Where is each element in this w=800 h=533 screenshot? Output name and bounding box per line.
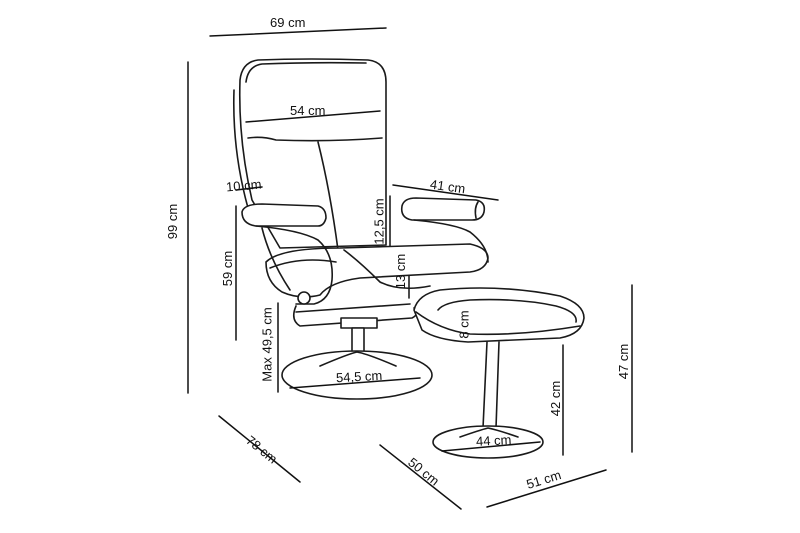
left-arm-inner (261, 227, 291, 291)
backrest-edge (245, 61, 367, 83)
right-armrest-pad (400, 197, 486, 221)
label-seat-height-max: Max 49,5 cm (259, 307, 275, 382)
label-backrest-width: 54 cm (290, 103, 326, 118)
label-footstool-base-diameter: 44 cm (475, 432, 512, 449)
dim-line-backrest-width (245, 110, 381, 123)
label-armrest-height: 59 cm (220, 250, 236, 287)
dim-line-footstool-base (441, 441, 541, 452)
dimension-lines (187, 27, 633, 510)
backrest-side (232, 89, 249, 209)
label-footstool-leg-height: 42 cm (548, 380, 564, 417)
label-armrest-above-seat: 12,5 cm (371, 198, 387, 245)
label-overall-height: 99 cm (165, 203, 181, 240)
footstool (413, 287, 585, 459)
lower-frame-top (295, 303, 411, 313)
right-arm-frame (413, 219, 489, 263)
label-overall-width: 69 cm (270, 15, 306, 30)
headrest-seam (247, 136, 383, 142)
dim-line-footstool-depth (379, 444, 462, 510)
footstool-base-dome (459, 427, 519, 438)
chair-base-dome (319, 351, 397, 367)
dim-line-footstool-width (486, 469, 607, 508)
recline-knob (297, 291, 311, 305)
left-armrest-pad (241, 203, 327, 227)
left-arm-frame (255, 225, 334, 305)
swivel-column (351, 327, 365, 353)
label-armrest-thickness: 10 cm (225, 176, 262, 195)
recliner-chair (232, 58, 489, 400)
seat-cushion (265, 243, 489, 298)
swivel-mount (340, 317, 378, 329)
dim-line-overall-width (209, 27, 387, 37)
seat-seam-right (343, 249, 431, 290)
backrest (238, 58, 387, 249)
footstool-leg (482, 341, 500, 429)
label-footstool-cushion: 8 cm (456, 310, 472, 339)
dim-line-chair-base (289, 377, 421, 389)
chair-base (281, 350, 433, 400)
dim-line-armrest-length (392, 184, 499, 201)
label-seat-thickness: 13 cm (393, 253, 409, 290)
backrest-center-seam (317, 141, 339, 251)
dim-line-chair-depth (218, 415, 301, 483)
label-footstool-height: 47 cm (616, 343, 632, 380)
right-armrest-end (474, 201, 479, 219)
footstool-cushion-top (437, 298, 577, 323)
footstool-cushion-edge (415, 311, 581, 336)
label-chair-base-diameter: 54,5 cm (335, 367, 383, 386)
